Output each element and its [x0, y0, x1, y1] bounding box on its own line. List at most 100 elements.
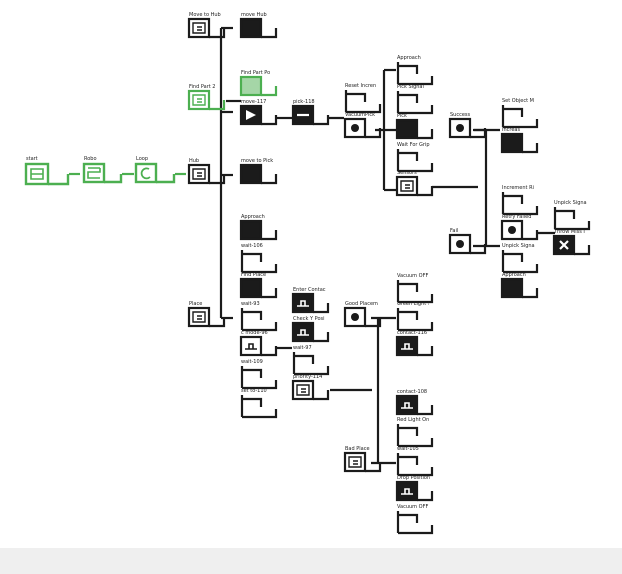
node-label: Unpick Signa: [502, 243, 535, 249]
node-find-part[interactable]: Find Part 2: [187, 84, 226, 111]
node-label: Vacuum OFF: [397, 504, 428, 510]
node-label: Vacuum OFF: [397, 273, 428, 279]
node-label: c mode-96: [241, 330, 268, 336]
node-label: wait-106: [241, 243, 263, 249]
node-label: move-117: [241, 99, 266, 105]
node-loop-label: Loop: [136, 156, 148, 162]
node-label: Red Light On: [397, 417, 429, 423]
node-label: Reset Incren: [345, 83, 376, 89]
node-label: pick-118: [293, 99, 315, 105]
node-label: Increment Ri: [502, 185, 534, 191]
node-contact-116[interactable]: contact-116: [395, 330, 434, 357]
condition-icon: [401, 488, 413, 495]
node-label: contact-108: [397, 389, 427, 395]
node-label: Pick: [397, 113, 407, 119]
node-drop-position[interactable]: Drop Position: [395, 475, 434, 502]
node-vacuum-off-2[interactable]: Vacuum OFF: [396, 504, 434, 535]
parallel-icon: [456, 124, 464, 132]
node-label: move Hub: [241, 12, 267, 18]
node-pick-118[interactable]: pick-118: [291, 99, 330, 126]
node-set-object[interactable]: Set Object M: [501, 98, 539, 129]
node-hub[interactable]: Hub: [187, 158, 226, 185]
node-find-place[interactable]: Find Place: [239, 272, 278, 299]
node-good-placem[interactable]: Good Placem: [343, 301, 382, 328]
node-priority-114[interactable]: priority-114: [291, 374, 330, 401]
node-label: Increas: [502, 127, 520, 133]
node-green-light[interactable]: Green Light !: [396, 301, 434, 332]
node-unpick-signa2[interactable]: Unpick Signa: [553, 200, 591, 231]
node-set-to-110[interactable]: set to-110: [240, 388, 278, 419]
node-c-mode-96[interactable]: c mode-96: [239, 330, 278, 357]
loop-icon: [140, 167, 151, 180]
node-robo-label: Robo: [84, 156, 97, 162]
node-enter-contac[interactable]: Enter Contac: [291, 287, 330, 314]
node-move-117[interactable]: move-117: [239, 99, 278, 126]
node-retry-failed[interactable]: Retry Failed: [500, 214, 539, 241]
node-fail[interactable]: Fail: [448, 228, 487, 255]
node-label: priority-114: [293, 374, 322, 380]
node-red-light[interactable]: Red Light On: [396, 417, 434, 448]
node-move-hub[interactable]: move Hub: [239, 12, 278, 39]
node-label: Enter Contac: [293, 287, 326, 293]
node-increment-ri[interactable]: Increment Ri: [501, 185, 539, 216]
node-label: Fail: [450, 228, 458, 234]
node-approach-2[interactable]: Approach: [500, 272, 539, 299]
node-pick-signal[interactable]: Pick Signal: [396, 84, 434, 115]
node-label: Pick Signal: [397, 84, 424, 90]
status-footer: [0, 548, 622, 574]
node-success[interactable]: Success: [448, 112, 487, 139]
node-sensors[interactable]: Sensors: [395, 170, 434, 197]
node-pick[interactable]: Pick: [395, 113, 434, 140]
node-wait-93[interactable]: wait-93: [240, 301, 278, 332]
node-move-to-hub[interactable]: Move to Hub: [187, 12, 226, 39]
node-wait-105[interactable]: wait-105: [396, 446, 434, 477]
node-contact-108[interactable]: contact-108: [395, 389, 434, 416]
behavior-tree-diagram: start Robo Loop Hub Move to Hub move HubFi…: [24, 12, 591, 535]
node-label: Find Part Po: [241, 70, 270, 76]
node-reset-incr[interactable]: Reset Incren: [344, 83, 382, 114]
node-label: Set Object M: [502, 98, 534, 104]
parallel-icon: [351, 313, 359, 321]
node-label: Move to Hub: [189, 12, 221, 18]
condition-icon: [297, 329, 309, 336]
node-label: Approach: [502, 272, 526, 278]
node-wait-109[interactable]: wait-109: [240, 359, 278, 390]
node-wait-97[interactable]: wait-97: [292, 345, 330, 376]
node-throw-miss[interactable]: Throw Miss I: [552, 229, 591, 256]
sequence-icon: [296, 384, 310, 396]
node-start[interactable]: start: [24, 156, 70, 186]
play-icon: [246, 110, 256, 120]
node-vacuum-pick[interactable]: VacuumPick: [343, 112, 382, 139]
node-label: Place: [189, 301, 202, 307]
node-bad-place[interactable]: Bad Place: [343, 446, 382, 473]
sequence-icon: [192, 94, 206, 106]
sequence-icon: [400, 180, 414, 192]
node-check-y-pos[interactable]: Check Y Posi: [291, 316, 330, 343]
node-label: Green Light !: [397, 301, 430, 307]
connector-lines: [219, 26, 555, 465]
node-increase[interactable]: Increas: [500, 127, 539, 154]
node-approach-1[interactable]: Approach: [396, 55, 434, 86]
node-label: Bad Place: [345, 446, 370, 452]
node-wait-106[interactable]: wait-106: [240, 243, 278, 274]
node-loop[interactable]: Loop: [134, 156, 176, 184]
node-label: Drop Position: [397, 475, 430, 481]
node-wait-for-grip[interactable]: Wait For Grip: [396, 142, 434, 173]
node-label: Approach: [241, 214, 265, 220]
sequence-icon: [192, 22, 206, 34]
node-find-part-po[interactable]: Find Part Po: [239, 70, 278, 97]
node-move-to-pick[interactable]: move to Pick: [239, 158, 278, 185]
parallel-icon: [456, 240, 464, 248]
condition-icon: [401, 402, 413, 409]
node-robo[interactable]: Robo: [82, 156, 123, 184]
node-place[interactable]: Place: [187, 301, 226, 328]
node-label: Hub: [189, 158, 199, 164]
node-label: contact-116: [397, 330, 427, 336]
node-approach-3[interactable]: Approach: [239, 214, 278, 241]
node-unpick-signal[interactable]: Unpick Signa: [501, 243, 539, 274]
condition-icon: [401, 343, 413, 350]
parallel-icon: [351, 124, 359, 132]
node-label: Sensors: [397, 170, 417, 176]
node-vacuum-off-1[interactable]: Vacuum OFF: [396, 273, 434, 304]
